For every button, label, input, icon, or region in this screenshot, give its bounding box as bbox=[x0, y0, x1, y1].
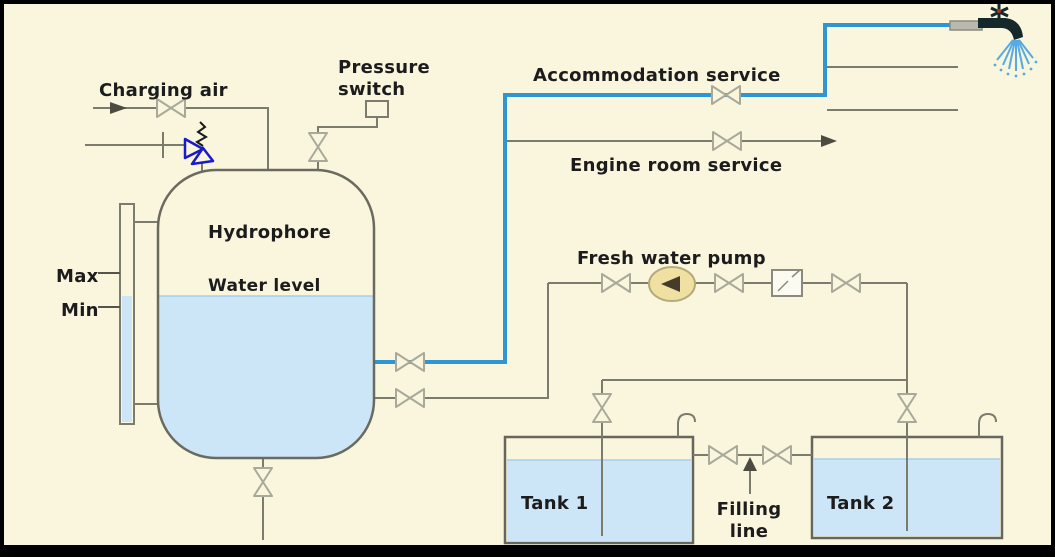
accommodation-service-label: Accommodation service bbox=[533, 65, 781, 86]
tank-1 bbox=[503, 435, 695, 545]
engine-room-arrow bbox=[821, 135, 837, 147]
valve-hydrophore-outlet bbox=[395, 352, 425, 372]
valve-accommodation bbox=[711, 85, 741, 105]
pump-direction-arrow bbox=[661, 276, 680, 292]
charging-air-arrow bbox=[110, 102, 127, 114]
max-label: Max bbox=[56, 266, 99, 287]
valve-filling-2 bbox=[762, 445, 792, 465]
piping-schematic bbox=[85, 4, 1038, 545]
filling-line-label-line2: line bbox=[729, 521, 769, 542]
valve-filling-1 bbox=[708, 445, 738, 465]
pump-discharge-pipe bbox=[368, 283, 549, 399]
filling-line-arrow bbox=[743, 457, 757, 471]
fresh-water-pump-label: Fresh water pump bbox=[577, 248, 766, 269]
charging-air-label: Charging air bbox=[99, 80, 228, 101]
relief-valve-icon bbox=[183, 121, 215, 166]
blue-water-line bbox=[368, 23, 957, 364]
hydrophore-water bbox=[158, 296, 374, 458]
gauge-bracket bbox=[133, 221, 159, 405]
engine-room-service-label: Engine room service bbox=[570, 155, 783, 176]
tank-1-water bbox=[507, 460, 691, 541]
valve-after-filter bbox=[831, 273, 861, 293]
hydrophore-label: Hydrophore bbox=[208, 222, 332, 243]
filling-line-label: Filling line bbox=[704, 499, 794, 543]
min-label: Min bbox=[61, 300, 99, 321]
pressure-switch-label: Pressure switch bbox=[338, 57, 430, 101]
water-spray bbox=[996, 39, 1034, 71]
level-gauge bbox=[98, 203, 159, 425]
valve-pressure-switch bbox=[308, 132, 328, 162]
valve-hydrophore-inlet bbox=[395, 388, 425, 408]
valve-tank-2-riser bbox=[897, 393, 917, 423]
tap-fitting bbox=[949, 20, 983, 31]
pressure-switch-label-line1: Pressure bbox=[338, 57, 431, 78]
tap-handle-dot bbox=[997, 9, 1001, 13]
filling-line-label-line1: Filling bbox=[716, 499, 782, 520]
water-tap bbox=[949, 4, 1038, 78]
filter-icon bbox=[771, 269, 803, 297]
pressure-switch-icon bbox=[365, 100, 389, 118]
water-level-label: Water level bbox=[208, 276, 321, 296]
tank-1-label: Tank 1 bbox=[521, 493, 589, 514]
tank-1-vent bbox=[677, 412, 696, 437]
valve-pump-discharge bbox=[714, 273, 744, 293]
hydrophore-tank bbox=[156, 168, 376, 460]
tap-body bbox=[978, 18, 1023, 40]
valve-pump-suction bbox=[601, 273, 631, 293]
valve-drain bbox=[253, 467, 273, 497]
flow-arrows bbox=[110, 102, 837, 471]
charging-air-pipe bbox=[93, 107, 269, 178]
spray-droplets bbox=[993, 60, 1038, 78]
pressure-switch-pipe bbox=[317, 117, 378, 178]
pressure-switch-label-line2: switch bbox=[338, 79, 406, 100]
fresh-water-pump-icon bbox=[648, 266, 696, 302]
relief-valve-spring bbox=[195, 121, 208, 147]
tank-2-label: Tank 2 bbox=[827, 493, 895, 514]
hydrophore-system-diagram: Charging air Pressure switch Accommodati… bbox=[4, 4, 1051, 545]
valve-engine-room bbox=[712, 131, 742, 151]
tank-2-vent bbox=[978, 412, 997, 437]
gauge-water bbox=[122, 296, 132, 422]
valve-tank-1-riser bbox=[592, 393, 612, 423]
